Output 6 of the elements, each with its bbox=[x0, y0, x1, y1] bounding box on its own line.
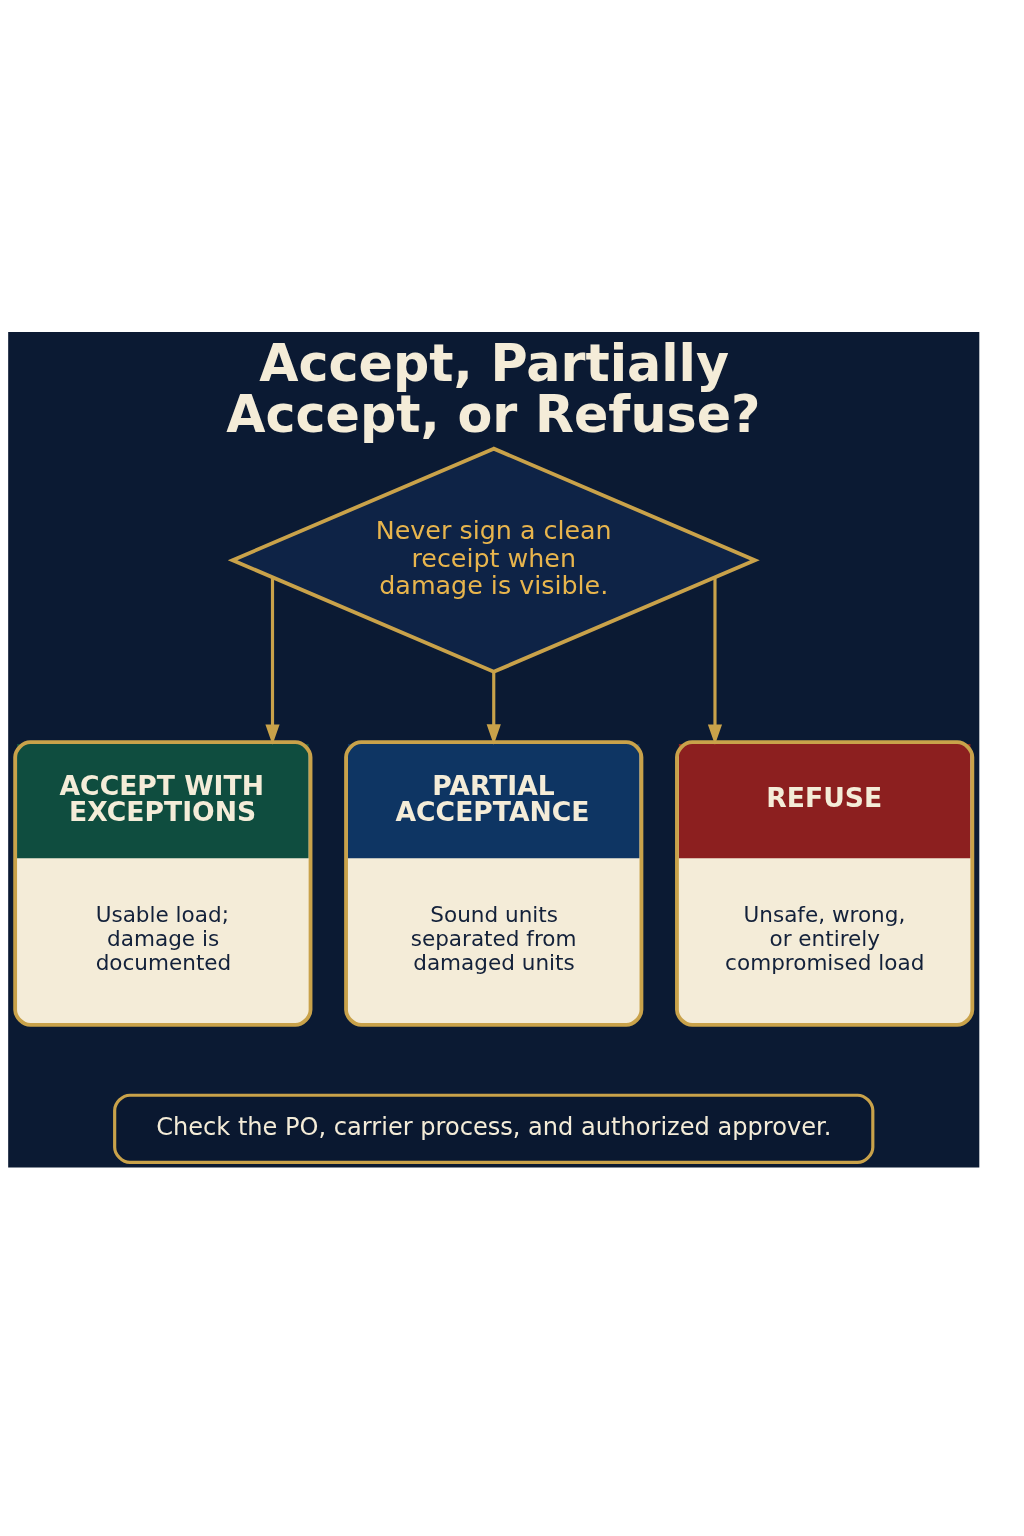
diagram-title: Accept, Partially Accept, or Refuse? bbox=[226, 334, 761, 445]
arrow bbox=[486, 671, 501, 745]
node-diamond: Never sign a clean receipt when damage is visible. bbox=[227, 446, 760, 674]
node-box: Check the PO, carrier process, and authorized approver. bbox=[113, 1093, 875, 1164]
arrow bbox=[707, 577, 723, 745]
arrow bbox=[265, 577, 280, 745]
